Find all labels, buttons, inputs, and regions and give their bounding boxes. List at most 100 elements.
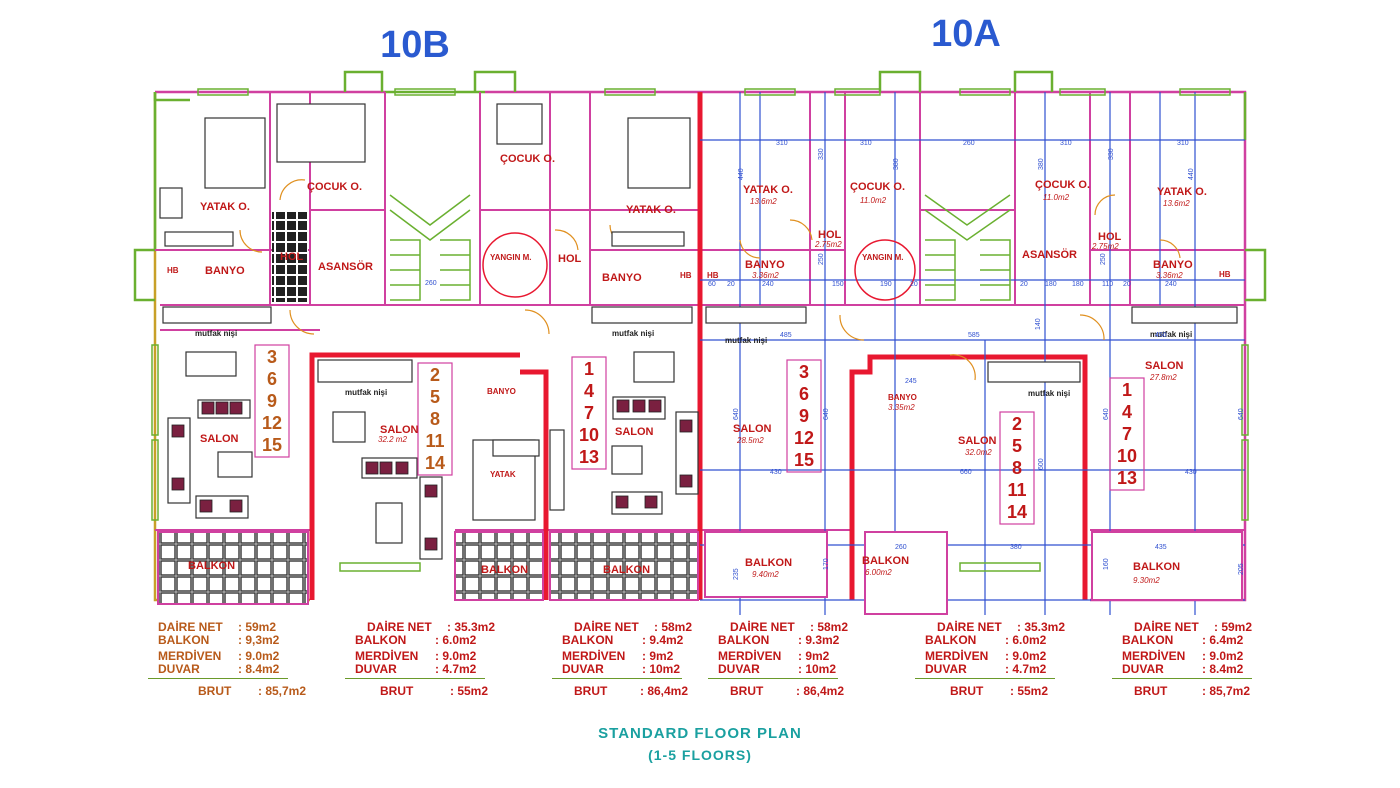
svg-text:15: 15 — [794, 450, 814, 470]
room-salon-10b-left: SALON — [200, 433, 239, 445]
area-salon-10a-a: 28.5m2 — [736, 436, 764, 445]
floor-number-boxes — [254, 344, 1145, 525]
dim-380-a: 380 — [893, 158, 900, 170]
room-banyo-10b-right: BANYO — [602, 272, 642, 284]
room-cocuk-10a-right: ÇOCUK O. — [1035, 179, 1090, 191]
dim-20-b: 20 — [910, 281, 918, 288]
dim-235: 235 — [733, 568, 740, 580]
dim-310-c: 310 — [1060, 140, 1072, 147]
room-balkon-10a-c: BALKON — [1133, 561, 1180, 573]
dim-20-a: 20 — [727, 281, 735, 288]
room-salon-10a-c: SALON — [1145, 360, 1184, 372]
room-balkon-10b-left: BALKON — [188, 560, 235, 572]
room-yatak-10a-left: YATAK O. — [743, 184, 793, 196]
dim-310-a: 310 — [776, 140, 788, 147]
room-yatak-10b-left: YATAK O. — [200, 201, 250, 213]
room-banyo-10a-right: BANYO — [1153, 259, 1193, 271]
cushions — [171, 399, 693, 551]
room-cocuk-10b-left: ÇOCUK O. — [307, 181, 362, 193]
room-yangin-10a: YANGIN M. — [862, 253, 904, 262]
svg-text:4: 4 — [584, 381, 594, 401]
red-partition-walls — [309, 92, 1088, 600]
room-banyo-10a-left: BANYO — [745, 259, 785, 271]
room-hb-10a-right: HB — [1219, 270, 1231, 279]
area-balkon-10a-c: 9.30m2 — [1133, 576, 1160, 585]
room-salon-10a-a: SALON — [733, 423, 772, 435]
mutfak-10a-right: mutfak nişi — [1150, 330, 1192, 339]
mutfak-10a-mid: mutfak nişi — [1028, 389, 1070, 398]
area-banyo-10a-mid: 3.35m2 — [888, 403, 915, 412]
mutfak-10a-left: mutfak nişi — [725, 336, 767, 345]
room-hol-10b-left: HOL — [280, 251, 304, 263]
room-banyo-10b-mid: BANYO — [487, 387, 516, 396]
dim-380-c: 380 — [1010, 544, 1022, 551]
dim-640-c: 640 — [1103, 408, 1110, 420]
interior-walls-10a — [700, 92, 1245, 531]
dim-440-b: 440 — [1188, 168, 1195, 180]
floor-numbers-10a-left: 3 6 9 12 15 — [794, 362, 814, 470]
plan-title: STANDARD FLOOR PLAN — [598, 725, 802, 742]
area-hol-10a-left: 2.75m2 — [814, 240, 842, 249]
room-hb-10b-left: HB — [167, 266, 179, 275]
dim-330-b: 330 — [1108, 148, 1115, 160]
area-yatak-10a-right: 13.6m2 — [1163, 199, 1190, 208]
dim-585: 585 — [968, 332, 980, 339]
staircase-10a — [924, 194, 1011, 301]
room-yatak-10a-right: YATAK O. — [1157, 186, 1207, 198]
area-cocuk-10a-right: 11.0m2 — [1043, 193, 1070, 202]
room-salon-10b-mid: SALON — [380, 424, 419, 436]
svg-text:13: 13 — [579, 447, 599, 467]
dim-260-b: 260 — [895, 544, 907, 551]
room-banyo-10a-mid: BANYO — [888, 393, 917, 402]
svg-text:11: 11 — [1007, 480, 1026, 500]
dim-170: 170 — [823, 558, 830, 570]
building-label-10b: 10B — [380, 24, 450, 66]
balcony-10b-left — [157, 531, 309, 605]
plan-subtitle: (1-5 FLOORS) — [648, 747, 752, 763]
dim-250-a: 250 — [818, 253, 825, 265]
dim-380-b: 380 — [1038, 158, 1045, 170]
floor-numbers-10b-mid: 2 5 8 11 14 — [425, 365, 445, 473]
dim-150: 150 — [832, 281, 844, 288]
svg-text:11: 11 — [425, 431, 444, 451]
svg-text:2: 2 — [430, 365, 440, 385]
room-yatak-10b-mid: YATAK — [490, 470, 516, 479]
mutfak-10b-left: mutfak nişi — [195, 329, 237, 338]
room-yangin-10b: YANGIN M. — [490, 253, 532, 262]
room-balkon-10a-a: BALKON — [745, 557, 792, 569]
area-cocuk-10a-left: 11.0m2 — [860, 196, 887, 205]
dim-435: 435 — [1155, 544, 1167, 551]
dim-440-a: 440 — [738, 168, 745, 180]
area-balkon-10a-a: 9.40m2 — [752, 570, 779, 579]
fire-escape-10a — [854, 239, 916, 301]
svg-text:4: 4 — [1122, 402, 1132, 422]
room-hol-10b-right: HOL — [558, 253, 582, 265]
dim-240-b: 240 — [1165, 281, 1177, 288]
hall-tiles — [272, 212, 308, 302]
area-banyo-10a-left: 3.36m2 — [752, 271, 779, 280]
dim-330-a: 330 — [818, 148, 825, 160]
area-salon-10a-c: 27.8m2 — [1149, 373, 1177, 382]
dim-205: 205 — [1238, 563, 1245, 575]
kitchen-units — [162, 306, 1238, 383]
room-balkon-10b-mid: BALKON — [481, 564, 528, 576]
area-banyo-10a-right: 3.36m2 — [1156, 271, 1183, 280]
dim-640-b: 640 — [823, 408, 830, 420]
room-hol-10a-left: HOL — [818, 229, 842, 241]
dim-60: 60 — [708, 281, 716, 288]
dim-190: 190 — [880, 281, 892, 288]
room-cocuk-10a-left: ÇOCUK O. — [850, 181, 905, 193]
room-banyo-10b-left: BANYO — [205, 265, 245, 277]
svg-text:12: 12 — [262, 413, 282, 433]
dim-310-b: 310 — [860, 140, 872, 147]
svg-text:3: 3 — [267, 347, 277, 367]
area-salon-10a-b: 32.0m2 — [965, 448, 992, 457]
mutfak-10b-right: mutfak nişi — [612, 329, 654, 338]
furniture-beds — [159, 103, 691, 521]
svg-text:6: 6 — [267, 369, 277, 389]
dim-600: 600 — [1038, 458, 1045, 470]
svg-text:7: 7 — [1122, 424, 1132, 444]
dim-245: 245 — [905, 378, 917, 385]
svg-text:2: 2 — [1012, 414, 1022, 434]
